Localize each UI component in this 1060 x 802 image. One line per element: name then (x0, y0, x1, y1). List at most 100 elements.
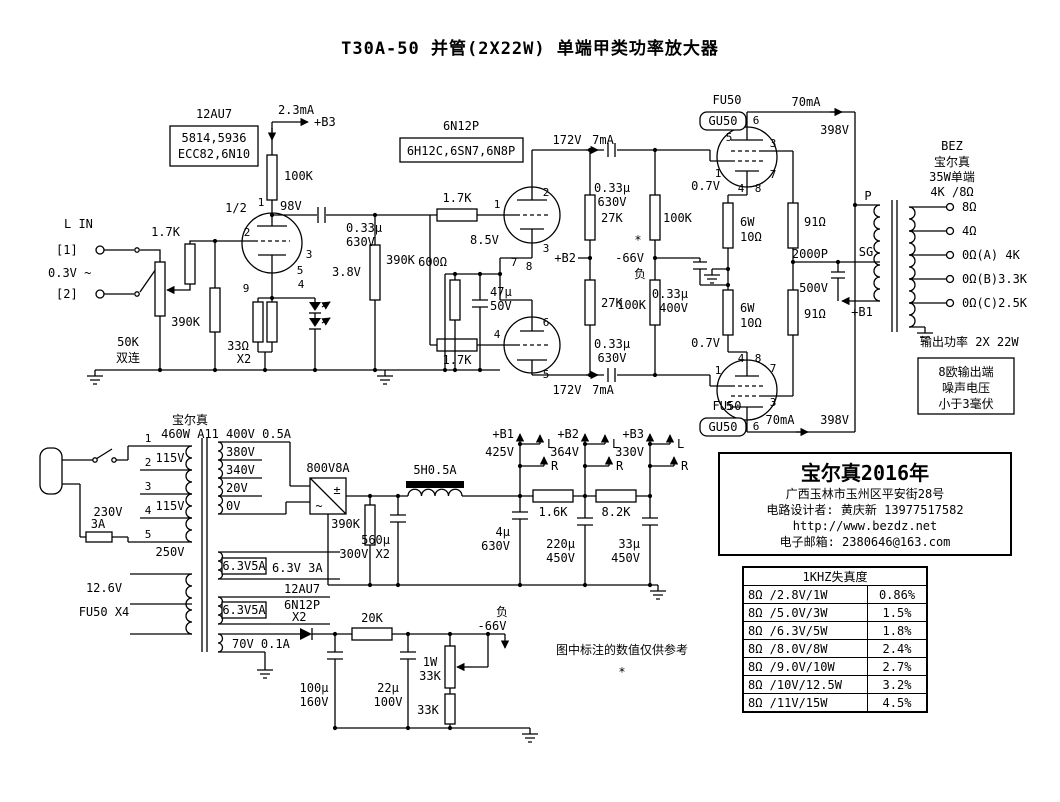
resistor-33ohm-a (252, 301, 264, 343)
pin-label: 7 (511, 256, 518, 269)
pin-label: 3 (306, 248, 313, 261)
label-100u: 100µ (300, 681, 329, 695)
input-jack-1 (95, 245, 105, 255)
label-ctop: 0.33µ (594, 181, 630, 195)
opt-primary-coil (873, 204, 881, 302)
label-output-power: 输出功率 2X 22W (920, 334, 1019, 349)
pin-label: 4 (738, 352, 745, 365)
ground-icon (521, 727, 539, 743)
thd-spec: 8Ω /2.8V/1W (742, 585, 868, 604)
label-c1-v: 630V (346, 235, 375, 249)
label-b2-r: R (616, 459, 624, 473)
pin-label: 9 (243, 282, 250, 295)
pin-label: 3 (145, 480, 152, 493)
label-heater-a2: 6.3V 3A (272, 561, 323, 575)
bias-pot (444, 645, 456, 689)
label-r-1k7-bot: 1.7K (443, 353, 473, 367)
label-opt-sg: SG (859, 245, 873, 259)
label-b2: +B2 (557, 427, 579, 441)
resistor-10ohm-top (722, 202, 734, 249)
pin-label: 5 (145, 528, 152, 541)
label-c1: 0.33µ (346, 221, 382, 235)
label-opt-spec2: 4K /8Ω (930, 185, 973, 199)
pin-label: 1 (145, 432, 152, 445)
label-heater-tubes1: 12AU7 (284, 582, 320, 596)
label-tap-4ohm: 4Ω (962, 224, 976, 238)
label-2000p-v: 500V (799, 281, 828, 295)
label-b1v: 425V (485, 445, 514, 459)
gu50-box-top (699, 111, 747, 131)
label-jack1: [1] (56, 243, 78, 257)
resistor-390k-bleeder (364, 504, 376, 546)
label-input-level: 0.3V ~ (48, 266, 91, 280)
label-4u-v: 630V (481, 539, 510, 553)
label-0v: 0V (226, 499, 240, 513)
label-100k-bot: 100K (617, 298, 647, 312)
pin-label: 4 (494, 328, 501, 341)
label-fuse: 3A (91, 517, 106, 531)
label-v1-current: 2.3mA (278, 103, 315, 117)
table-header-row: 1KHZ失真度 (742, 566, 928, 586)
label-pt-model: 460W A11 (161, 427, 219, 441)
thd-spec: 8Ω /6.3V/5W (742, 621, 868, 640)
label-340v: 340V (226, 463, 255, 477)
label-b3-l: L (677, 437, 684, 451)
heater-a-box (221, 557, 267, 575)
pin-label: 7 (770, 168, 777, 181)
pin-label: 7 (770, 362, 777, 375)
power-supply: 宝尔真 460W A11 3A 230V 1 2 3 4 5 115V 115V… (39, 412, 689, 679)
resistor-100k-top (649, 194, 661, 241)
label-220u: 220µ (546, 537, 575, 551)
resistor-27k-bot (584, 279, 596, 326)
bias-diode-1 (309, 302, 321, 311)
resistor-91ohm-bot (787, 289, 799, 336)
noise-note-box (917, 357, 1015, 415)
label-33k-lower: 33K (417, 703, 439, 717)
ground-icon (256, 663, 274, 679)
info-designer: 电路设计者: 黄庆新 13977517582 (766, 503, 964, 517)
label-380v: 380V (226, 445, 255, 459)
resistor-390k-gridleak (209, 287, 221, 333)
label-20v: 20V (226, 481, 248, 495)
pt-70v-coil (217, 633, 224, 653)
label-b3-tap: +B3 (314, 115, 336, 129)
label-b2-l: L (612, 437, 619, 451)
resistor-600ohm (449, 279, 461, 321)
bias-supply: 20K 100µ 160V 22µ 100V 1W 33K 33K 负 -66V… (300, 605, 688, 743)
label-172v-top: 172V (553, 133, 582, 147)
label-opt-brand: BEZ (941, 139, 963, 153)
label-noise-1: 8欧输出端 (938, 364, 993, 379)
label-opt-b1: +B1 (851, 305, 873, 319)
label-398v-bot: 398V (820, 413, 849, 427)
thd-spec: 8Ω /8.0V/8W (742, 639, 868, 658)
terminal-8ohm (945, 202, 955, 212)
label-opt-p: P (864, 189, 871, 203)
label-20k: 20K (361, 611, 383, 625)
label-r-33: 33Ω (227, 339, 249, 353)
label-b2-feed: +B2 (554, 251, 576, 265)
label-100u-v: 160V (300, 695, 329, 709)
label-gu50-bot: GU50 (709, 420, 738, 434)
pin-label: 6 (543, 316, 550, 329)
label-91-bot: 91Ω (804, 307, 826, 321)
designer-info-box: 宝尔真2016年 广西玉林市玉州区平安街28号 电路设计者: 黄庆新 13977… (718, 452, 1012, 556)
pin-label: 6 (753, 420, 760, 433)
label-tap-0b: 0Ω(B)3.3K (962, 272, 1028, 286)
label-400v: 400V 0.5A (226, 427, 292, 441)
label-27k-bot: 27K (601, 296, 623, 310)
label-22u-v: 100V (374, 695, 403, 709)
resistor-91ohm-top (787, 202, 799, 249)
resistor-1k6 (532, 489, 574, 503)
label-l-in: L IN (64, 217, 93, 231)
label-v1-name: 12AU7 (196, 107, 232, 121)
page-title: T30A-50 并管(2X22W) 单端甲类功率放大器 (341, 39, 719, 59)
label-tap-0c: 0Ω(C)2.5K (962, 296, 1028, 310)
label-bleeder: 390K (331, 517, 361, 531)
resistor-20k (351, 627, 393, 641)
label-3v8: 3.8V (332, 265, 361, 279)
led-arrow-icon (321, 301, 331, 310)
ground-icon (376, 369, 394, 385)
label-b3: +B3 (622, 427, 644, 441)
